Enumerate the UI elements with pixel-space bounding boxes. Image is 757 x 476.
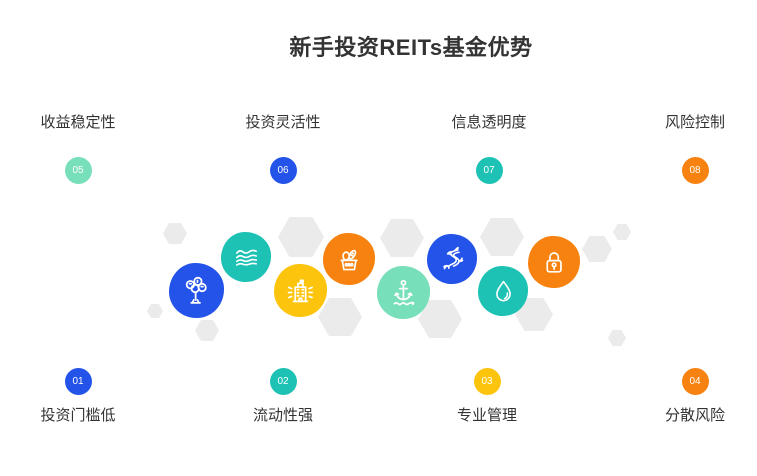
- benefit-item-08: 风险控制 08: [625, 111, 757, 184]
- benefit-label: 收益稳定性: [40, 114, 116, 131]
- number-badge: 08: [681, 157, 709, 184]
- benefit-label: 风险控制: [664, 114, 725, 131]
- number-badge: 05: [64, 157, 92, 184]
- money-tree-icon: [186, 277, 208, 305]
- hexagon-decoration: [318, 298, 362, 336]
- benefit-label: 分散风险: [664, 407, 725, 424]
- cluster-blob: [221, 232, 271, 282]
- benefit-label: 流动性强: [252, 407, 313, 424]
- cluster-blob: [528, 236, 580, 288]
- number-badge: 04: [681, 368, 709, 395]
- hexagon-decoration: [380, 219, 424, 257]
- page-title: 新手投资REITs基金优势: [289, 35, 533, 60]
- cluster-blob: [274, 264, 327, 317]
- hexagon-decoration: [608, 330, 626, 346]
- number-badge: 03: [473, 368, 501, 395]
- benefit-item-05: 收益稳定性 05: [8, 111, 148, 184]
- winding-stream-icon: [442, 246, 463, 269]
- cluster-blob: [427, 234, 477, 284]
- hexagon-decoration: [480, 218, 524, 256]
- number-badge: 07: [475, 157, 503, 184]
- hexagon-decoration: [163, 223, 187, 244]
- number-badge: 06: [269, 157, 297, 184]
- benefit-label: 投资灵活性: [245, 114, 321, 131]
- anchor-icon: [393, 279, 415, 306]
- benefit-item-06: 投资灵活性 06: [213, 111, 353, 184]
- food-basket-icon: [340, 249, 358, 271]
- hexagon-decoration: [278, 217, 324, 257]
- benefit-label: 信息透明度: [451, 114, 527, 131]
- water-drop-icon: [495, 280, 511, 301]
- cluster-blob: [169, 263, 224, 318]
- benefit-item-01: 01 投资门槛低: [8, 368, 148, 425]
- benefit-item-03: 03 专业管理: [417, 368, 557, 425]
- cluster-blob: [323, 233, 375, 285]
- cluster-blob: [478, 266, 528, 316]
- hexagon-decoration: [613, 224, 631, 240]
- benefit-label: 专业管理: [456, 407, 517, 424]
- number-badge: 01: [64, 368, 92, 395]
- cluster-blob: [377, 266, 430, 319]
- hexagon-decoration: [147, 304, 163, 318]
- waves-icon: [235, 249, 257, 266]
- number-badge: 02: [269, 368, 297, 395]
- building-rays-icon: [287, 279, 314, 303]
- benefit-item-04: 04 分散风险: [625, 368, 757, 425]
- hexagon-decoration: [195, 320, 219, 341]
- padlock-icon: [546, 252, 562, 273]
- benefit-label: 投资门槛低: [40, 407, 116, 424]
- benefit-item-02: 02 流动性强: [213, 368, 353, 425]
- hexagon-decoration: [582, 236, 612, 262]
- benefit-item-07: 信息透明度 07: [419, 111, 559, 184]
